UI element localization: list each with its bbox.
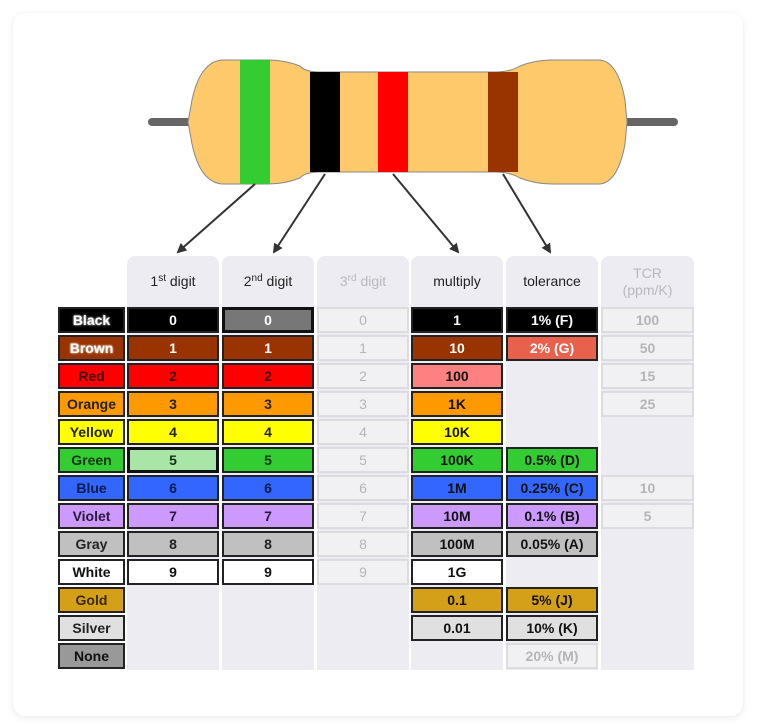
1st-digit-orange[interactable]: 3 <box>127 391 219 417</box>
tolerance-gold[interactable]: 5% (J) <box>506 587 598 613</box>
tolerance-silver[interactable]: 10% (K) <box>506 615 598 641</box>
multiply-violet[interactable]: 10M <box>411 503 503 529</box>
color-label-gold: Gold <box>58 587 125 613</box>
2nd-digit-white[interactable]: 9 <box>222 559 314 585</box>
1st-digit-black[interactable]: 0 <box>127 307 219 333</box>
tcr-brown[interactable]: 50 <box>601 335 694 361</box>
color-label-blue: Blue <box>58 475 125 501</box>
color-label-gray: Gray <box>58 531 125 557</box>
band-brown <box>488 72 518 172</box>
header-2nd-text: digit <box>262 273 293 289</box>
header-1st-digit: 1st digit <box>127 256 219 307</box>
multiply-silver[interactable]: 0.01 <box>411 615 503 641</box>
multiply-black[interactable]: 1 <box>411 307 503 333</box>
tcr-black[interactable]: 100 <box>601 307 694 333</box>
color-label-none: None <box>58 643 125 669</box>
arrow-to-tolerance <box>502 173 552 254</box>
color-label-brown: Brown <box>58 335 125 361</box>
color-label-violet: Violet <box>58 503 125 529</box>
header-2nd-sup: nd <box>251 273 263 284</box>
3rd-digit-blue[interactable]: 6 <box>317 475 409 501</box>
arrow-to-2nd-digit <box>272 173 326 254</box>
3rd-digit-yellow[interactable]: 4 <box>317 419 409 445</box>
3rd-digit-orange[interactable]: 3 <box>317 391 409 417</box>
header-1st-text: digit <box>166 273 196 289</box>
2nd-digit-violet[interactable]: 7 <box>222 503 314 529</box>
header-3rd-digit: 3rd digit <box>317 256 409 307</box>
3rd-digit-white[interactable]: 9 <box>317 559 409 585</box>
header-2nd-num: 2 <box>243 273 252 289</box>
2nd-digit-yellow[interactable]: 4 <box>222 419 314 445</box>
multiply-orange[interactable]: 1K <box>411 391 503 417</box>
header-tcr-line1: TCR <box>633 264 662 281</box>
header-2nd-digit: 2nd digit <box>222 256 314 307</box>
multiply-gold[interactable]: 0.1 <box>411 587 503 613</box>
tolerance-green[interactable]: 0.5% (D) <box>506 447 598 473</box>
2nd-digit-red[interactable]: 2 <box>222 363 314 389</box>
multiply-blue[interactable]: 1M <box>411 475 503 501</box>
2nd-digit-green[interactable]: 5 <box>222 447 314 473</box>
tcr-orange[interactable]: 25 <box>601 391 694 417</box>
1st-digit-brown[interactable]: 1 <box>127 335 219 361</box>
resistor-diagram <box>148 59 678 254</box>
header-1st-sup: st <box>158 273 166 284</box>
header-tcr-line2: (ppm/K) <box>622 281 673 298</box>
color-label-black: Black <box>58 307 125 333</box>
3rd-digit-green[interactable]: 5 <box>317 447 409 473</box>
1st-digit-gray[interactable]: 8 <box>127 531 219 557</box>
multiply-yellow[interactable]: 10K <box>411 419 503 445</box>
header-1st-num: 1 <box>150 273 159 289</box>
2nd-digit-brown[interactable]: 1 <box>222 335 314 361</box>
3rd-digit-gray[interactable]: 8 <box>317 531 409 557</box>
band-green <box>240 60 270 184</box>
band-red <box>378 72 408 172</box>
1st-digit-green[interactable]: 5 <box>127 447 219 473</box>
2nd-digit-gray[interactable]: 8 <box>222 531 314 557</box>
2nd-digit-orange[interactable]: 3 <box>222 391 314 417</box>
1st-digit-white[interactable]: 9 <box>127 559 219 585</box>
color-label-silver: Silver <box>58 615 125 641</box>
1st-digit-red[interactable]: 2 <box>127 363 219 389</box>
tolerance-violet[interactable]: 0.1% (B) <box>506 503 598 529</box>
1st-digit-blue[interactable]: 6 <box>127 475 219 501</box>
tolerance-blue[interactable]: 0.25% (C) <box>506 475 598 501</box>
arrow-to-multiply <box>392 173 460 254</box>
multiply-gray[interactable]: 100M <box>411 531 503 557</box>
1st-digit-violet[interactable]: 7 <box>127 503 219 529</box>
tcr-red[interactable]: 15 <box>601 363 694 389</box>
tolerance-gray[interactable]: 0.05% (A) <box>506 531 598 557</box>
2nd-digit-black[interactable]: 0 <box>222 307 314 333</box>
multiply-red[interactable]: 100 <box>411 363 503 389</box>
band-black <box>310 72 340 172</box>
3rd-digit-red[interactable]: 2 <box>317 363 409 389</box>
3rd-digit-violet[interactable]: 7 <box>317 503 409 529</box>
header-3rd-sup: rd <box>347 273 357 284</box>
color-label-white: White <box>58 559 125 585</box>
tolerance-brown[interactable]: 2% (G) <box>506 335 598 361</box>
header-3rd-text: digit <box>356 273 387 289</box>
multiply-white[interactable]: 1G <box>411 559 503 585</box>
multiply-brown[interactable]: 10 <box>411 335 503 361</box>
3rd-digit-black[interactable]: 0 <box>317 307 409 333</box>
multiply-green[interactable]: 100K <box>411 447 503 473</box>
tcr-violet[interactable]: 5 <box>601 503 694 529</box>
color-label-green: Green <box>58 447 125 473</box>
color-label-yellow: Yellow <box>58 419 125 445</box>
2nd-digit-blue[interactable]: 6 <box>222 475 314 501</box>
3rd-digit-brown[interactable]: 1 <box>317 335 409 361</box>
arrow-to-1st-digit <box>176 183 256 254</box>
tolerance-none[interactable]: 20% (M) <box>506 643 598 669</box>
1st-digit-yellow[interactable]: 4 <box>127 419 219 445</box>
header-multiply: multiply <box>433 273 481 289</box>
header-tcr: TCR(ppm/K) <box>601 256 694 307</box>
header-3rd-num: 3 <box>339 273 348 289</box>
color-label-red: Red <box>58 363 125 389</box>
header-tolerance: tolerance <box>523 273 581 289</box>
tcr-blue[interactable]: 10 <box>601 475 694 501</box>
tolerance-black[interactable]: 1% (F) <box>506 307 598 333</box>
color-label-orange: Orange <box>58 391 125 417</box>
